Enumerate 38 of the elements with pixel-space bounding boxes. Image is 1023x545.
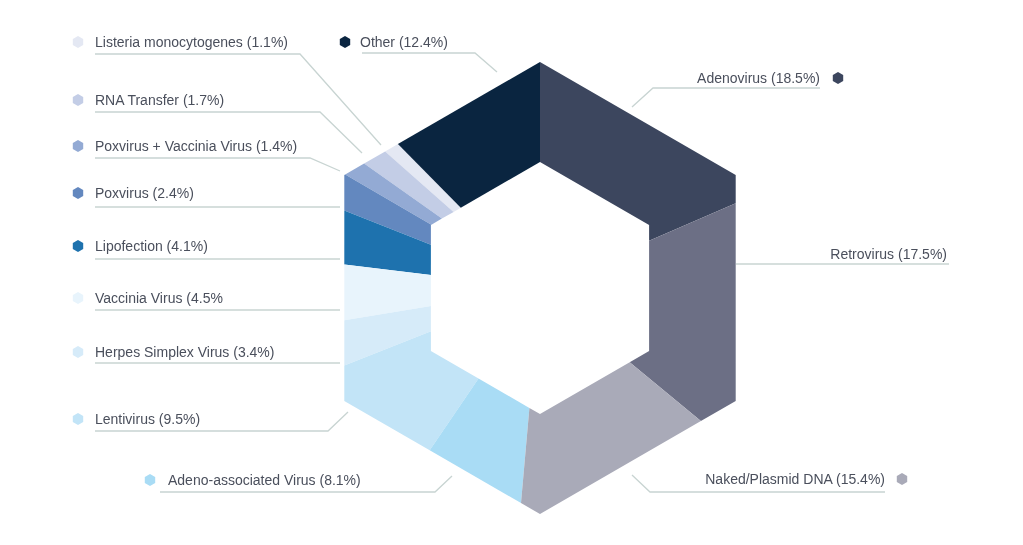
hexagon-ring-segment <box>345 163 442 225</box>
segment-label: Adeno-associated Virus (8.1%) <box>168 471 361 489</box>
hexagon-ring-segment <box>429 378 530 504</box>
segment-label: RNA Transfer (1.7%) <box>95 91 225 109</box>
hexagon-ring-segment <box>385 144 461 212</box>
leader-line <box>94 258 341 260</box>
segment-label: Other (12.4%) <box>360 33 448 51</box>
segment-label: Adenovirus (18.5%) <box>697 69 820 87</box>
leader-line <box>94 206 341 208</box>
leader-line <box>94 157 341 172</box>
segment-label: Naked/Plasmid DNA (15.4%) <box>705 470 885 488</box>
hexagon-ring-segment <box>397 62 540 208</box>
leader-line <box>361 52 498 73</box>
segment-label: Lipofection (4.1%) <box>95 237 208 255</box>
leader-line <box>94 53 382 146</box>
hexagon-ring-segment <box>521 362 701 514</box>
leader-line <box>94 309 341 311</box>
segment-label: Lentivirus (9.5%) <box>95 410 201 428</box>
hexagon-ring-segment <box>629 203 736 422</box>
leader-line <box>735 263 950 265</box>
hexagon-ring-segment <box>344 331 479 451</box>
hexagon-ring-segment <box>344 174 432 245</box>
segment-label: Vaccinia Virus (4.5% <box>95 289 223 307</box>
leader-line <box>631 474 886 493</box>
leader-line <box>94 411 349 432</box>
hexagon-ring-segment <box>364 151 454 219</box>
leader-line <box>159 475 453 493</box>
hexagon-ring-segment <box>344 210 431 275</box>
segment-label: Poxvirus + Vaccinia Virus (1.4%) <box>95 137 298 155</box>
leader-line <box>94 111 363 154</box>
segment-label: Retrovirus (17.5%) <box>830 245 947 263</box>
segment-label: Poxvirus (2.4%) <box>95 184 194 202</box>
hexagon-ring-segment <box>344 264 431 321</box>
segment-label: Listeria monocytogenes (1.1%) <box>95 33 288 51</box>
leader-line <box>631 87 821 108</box>
leader-line <box>94 362 341 364</box>
hexagon-ring-segment <box>344 306 431 366</box>
segment-label: Herpes Simplex Virus (3.4%) <box>95 343 275 361</box>
